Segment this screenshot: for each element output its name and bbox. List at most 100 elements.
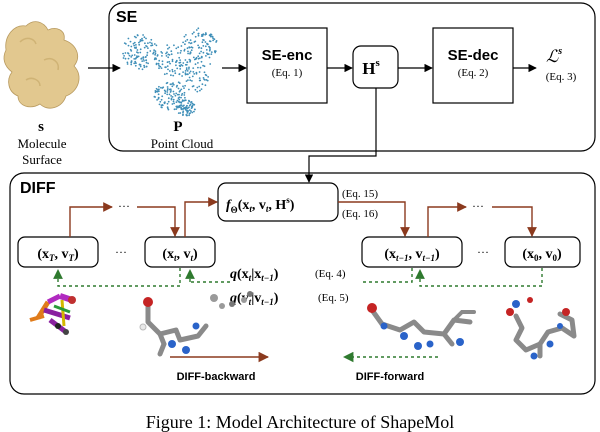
ellipsis-top-left: ··· bbox=[118, 199, 130, 213]
point-cloud-dot bbox=[166, 81, 169, 84]
point-cloud-dot bbox=[143, 46, 146, 49]
molecule-intermediate-image bbox=[139, 291, 253, 357]
point-cloud-dot bbox=[133, 41, 136, 44]
point-cloud-dot bbox=[154, 96, 157, 98]
point-cloud-dot bbox=[137, 51, 139, 54]
surface-label-line1: Molecule bbox=[17, 136, 66, 151]
point-cloud-dot bbox=[155, 58, 158, 60]
point-cloud-dot bbox=[202, 45, 205, 47]
point-cloud-dot bbox=[180, 104, 183, 106]
point-cloud-dot bbox=[180, 64, 183, 66]
point-cloud-dot bbox=[197, 34, 200, 37]
point-cloud-dot bbox=[202, 64, 205, 67]
point-cloud-dot bbox=[141, 60, 144, 62]
point-cloud-dot bbox=[192, 67, 195, 69]
point-cloud-dot bbox=[209, 48, 211, 51]
point-cloud-dot bbox=[200, 47, 203, 50]
point-cloud-dot bbox=[133, 44, 136, 47]
point-cloud-dot bbox=[163, 73, 166, 76]
point-cloud-dot bbox=[206, 42, 208, 45]
point-cloud-dot bbox=[200, 60, 203, 63]
point-cloud-dot bbox=[189, 79, 192, 82]
point-cloud-dot bbox=[185, 80, 188, 82]
point-cloud-dot bbox=[202, 39, 204, 41]
point-cloud-dot bbox=[188, 100, 191, 103]
point-cloud-dot bbox=[168, 93, 171, 96]
point-cloud-dot bbox=[129, 40, 132, 43]
point-cloud-dot bbox=[180, 106, 183, 109]
point-cloud-dot bbox=[167, 47, 169, 50]
point-cloud-dot bbox=[147, 62, 150, 65]
point-cloud-dot bbox=[200, 88, 203, 90]
point-cloud-dot bbox=[209, 46, 211, 49]
point-cloud-dot bbox=[141, 68, 144, 71]
point-cloud-dot bbox=[191, 106, 194, 108]
point-cloud-dot bbox=[154, 90, 157, 92]
point-cloud-dot bbox=[177, 46, 180, 49]
point-cloud-dot bbox=[182, 111, 184, 114]
point-cloud-dot bbox=[153, 49, 156, 51]
point-cloud-dot bbox=[179, 52, 182, 54]
point-cloud-dot bbox=[138, 67, 140, 70]
point-cloud-dot bbox=[182, 110, 185, 113]
point-cloud-dot bbox=[191, 32, 194, 35]
point-cloud-dot bbox=[137, 55, 140, 58]
point-cloud-dot bbox=[197, 44, 200, 47]
point-cloud-dot bbox=[212, 37, 215, 40]
point-cloud-dot bbox=[184, 99, 187, 102]
point-cloud-dot bbox=[170, 53, 173, 56]
point-cloud-dot bbox=[179, 112, 182, 114]
point-cloud-dot bbox=[197, 66, 199, 69]
point-cloud-dot bbox=[124, 52, 127, 54]
point-cloud-dot bbox=[153, 58, 156, 61]
point-cloud-dot bbox=[158, 67, 160, 70]
point-cloud-dot bbox=[178, 98, 181, 101]
point-cloud-dot bbox=[208, 49, 211, 52]
point-cloud-dot bbox=[185, 34, 187, 36]
point-cloud-dot bbox=[187, 79, 189, 81]
backward-legend-label: DIFF-backward bbox=[177, 371, 256, 383]
point-cloud-dot bbox=[172, 82, 174, 85]
point-cloud-dot bbox=[185, 68, 188, 71]
point-cloud-dot bbox=[171, 58, 174, 61]
point-cloud-dot bbox=[210, 33, 213, 36]
point-cloud-dot bbox=[189, 39, 192, 41]
point-cloud-dot bbox=[175, 86, 178, 88]
point-cloud-dot bbox=[171, 68, 174, 71]
point-cloud-dot bbox=[176, 99, 179, 102]
point-cloud-dot bbox=[166, 91, 169, 93]
point-cloud-dot bbox=[130, 50, 133, 52]
point-cloud-dot bbox=[145, 59, 148, 62]
point-cloud-dot bbox=[136, 34, 139, 36]
point-cloud-dot bbox=[188, 106, 190, 109]
molecule-near-final-image bbox=[367, 303, 476, 350]
forward-arrow-t1-t bbox=[360, 268, 413, 283]
point-cloud-dot bbox=[160, 51, 163, 53]
forward-q-v: q(vt|vt−1) bbox=[230, 291, 279, 307]
point-cloud-dot bbox=[161, 55, 163, 57]
point-cloud-dot bbox=[168, 60, 171, 63]
point-cloud-dot bbox=[201, 41, 204, 44]
point-cloud-dot bbox=[188, 114, 191, 117]
point-cloud-dot bbox=[166, 86, 169, 88]
point-cloud-dot bbox=[156, 99, 159, 101]
backward-arrow-dots-t bbox=[137, 206, 180, 237]
state-label-t: (xt, vt) bbox=[162, 247, 198, 263]
point-cloud-dot bbox=[186, 114, 188, 116]
point-cloud-dot bbox=[181, 64, 184, 67]
point-cloud-dot bbox=[182, 41, 185, 44]
point-cloud-dot bbox=[174, 70, 176, 72]
backward-arrow-denoiser-t1 bbox=[338, 201, 410, 237]
diff-section-frame bbox=[9, 172, 596, 395]
loss-label: ℒs bbox=[546, 46, 562, 66]
point-cloud-dot bbox=[139, 40, 142, 43]
point-cloud-dot bbox=[188, 72, 191, 74]
point-cloud-dot bbox=[172, 100, 175, 103]
point-cloud-dot bbox=[136, 49, 139, 51]
point-cloud-dot bbox=[146, 54, 149, 57]
point-cloud-dot bbox=[192, 71, 195, 73]
point-cloud-dot bbox=[158, 90, 160, 92]
point-cloud-dot bbox=[147, 42, 149, 44]
point-cloud-dot bbox=[132, 42, 135, 45]
point-cloud-dot bbox=[122, 57, 125, 59]
